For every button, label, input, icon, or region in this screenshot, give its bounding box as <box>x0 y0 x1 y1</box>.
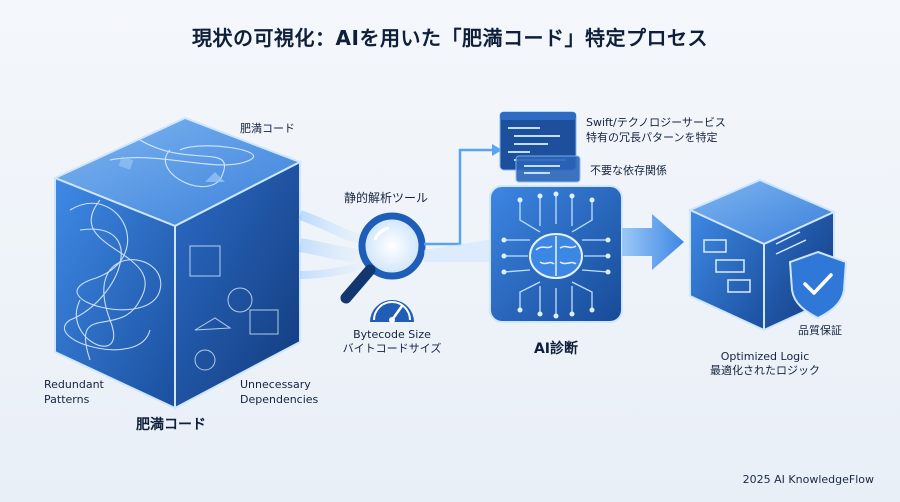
bytecode-size-label: Bytecode Size <box>353 328 431 341</box>
optimized-logic-label: Optimized Logic <box>720 350 810 363</box>
bloated-code-cube <box>52 116 303 410</box>
optimized-logic-ja-label: 最適化されたロジック <box>710 364 820 377</box>
dependency-note: 不要な依存関係 <box>590 164 667 177</box>
bytecode-size-ja-label: バイトコードサイズ <box>342 342 442 355</box>
swift-note-line2: 特有の冗長パターンを特定 <box>586 131 718 144</box>
quality-assurance-label: 品質保証 <box>798 324 842 337</box>
gauge-icon <box>370 300 414 323</box>
light-beam <box>424 238 500 262</box>
dependency-panel <box>515 155 581 183</box>
static-analysis-label: 静的解析ツール <box>344 191 429 205</box>
redundant-patterns-label: Redundant Patterns <box>44 378 104 406</box>
flow-arrow-right <box>622 214 684 270</box>
bloated-code-title: 肥満コード <box>136 417 206 433</box>
footer-credit: 2025 AI KnowledgeFlow <box>742 473 874 486</box>
magnifier-icon <box>340 212 426 304</box>
swift-note-line1: Swift/テクノロジーサービス <box>586 116 726 129</box>
brain-icon <box>529 233 583 279</box>
unnecessary-dependencies-label: Unnecessary Dependencies <box>240 378 319 406</box>
shield-check-icon <box>788 250 848 320</box>
ai-diagnosis-label: AI診断 <box>533 341 579 357</box>
cube-top-label: 肥満コード <box>240 122 295 135</box>
page-title: 現状の可視化：AIを用いた「肥満コード」特定プロセス <box>192 26 708 50</box>
flow-arrow-up <box>424 144 502 246</box>
